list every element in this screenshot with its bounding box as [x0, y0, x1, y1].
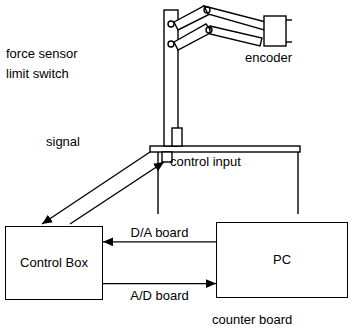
process-box: Control Box	[5, 226, 103, 300]
box-label: PC	[269, 250, 295, 270]
table-leg	[297, 152, 298, 214]
arm-link	[174, 24, 212, 50]
edge-label: A/D board	[128, 288, 191, 304]
annotation-label: force sensor	[6, 46, 78, 62]
robot-base	[164, 10, 178, 146]
joint	[168, 41, 174, 47]
table-top	[150, 146, 300, 152]
joint	[204, 7, 210, 13]
signal-arrow	[103, 241, 216, 242]
gripper-finger	[286, 41, 292, 42]
box-label: Control Box	[16, 253, 92, 273]
force-sensor-symbol	[172, 128, 182, 146]
annotation-label: encoder	[245, 50, 292, 66]
signal-arrow	[103, 283, 216, 284]
annotation-label: limit switch	[6, 66, 69, 82]
annotation-label: counter board	[212, 312, 292, 328]
annotation-label: signal	[46, 134, 80, 150]
arm-link	[210, 26, 262, 46]
control-input-wire	[70, 162, 164, 224]
process-box: PC	[216, 222, 348, 298]
joint	[206, 27, 212, 33]
gripper-finger	[286, 19, 292, 20]
joint	[168, 21, 174, 27]
signal-wire	[42, 152, 150, 224]
gripper	[264, 16, 286, 46]
annotation-label: control input	[170, 154, 241, 170]
edge-label: D/A board	[129, 225, 191, 241]
table-leg	[157, 152, 158, 214]
